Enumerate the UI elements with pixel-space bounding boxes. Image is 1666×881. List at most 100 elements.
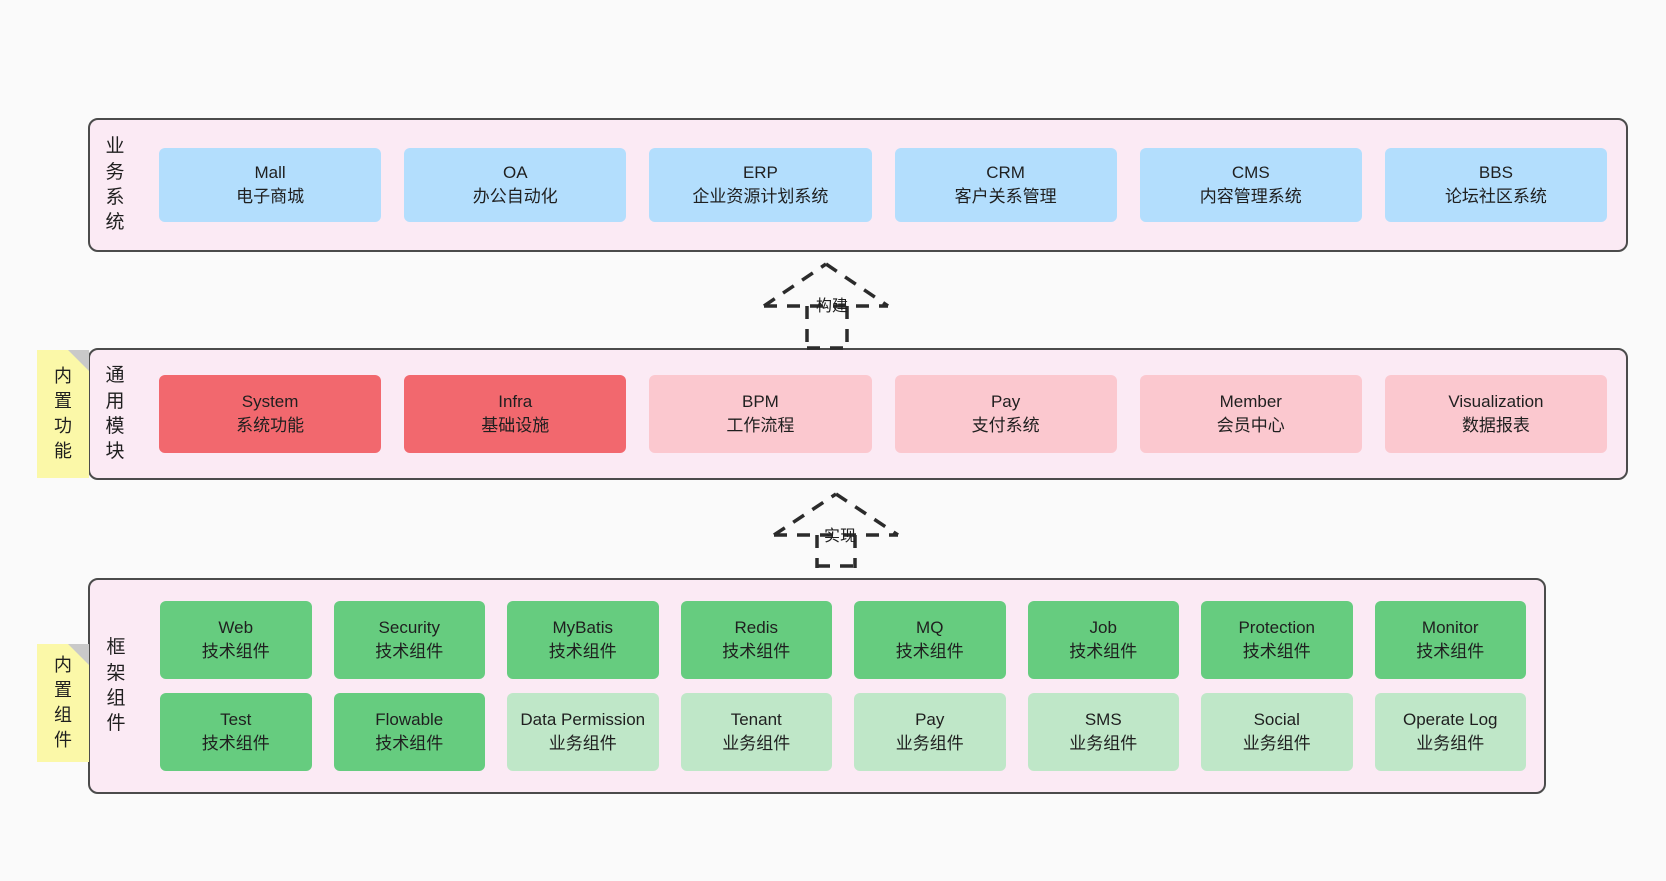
card-mall[interactable]: Mall 电子商城 <box>159 148 382 222</box>
card-title: Protection <box>1238 617 1316 637</box>
card-oa[interactable]: OA 办公自动化 <box>404 148 627 222</box>
card-infra[interactable]: Infra 基础设施 <box>404 375 627 453</box>
card-title: System <box>241 391 299 411</box>
layer-title-framework-components: 框 架 组 件 <box>90 580 142 792</box>
card-cms[interactable]: CMS 内容管理系统 <box>1139 148 1362 222</box>
card-title: Pay <box>990 391 1021 411</box>
card-sms[interactable]: SMS 业务组件 <box>1027 693 1179 771</box>
card-title: Job <box>1089 617 1117 637</box>
card-subtitle: 业务组件 <box>1242 734 1311 753</box>
card-subtitle: 基础设施 <box>481 416 550 435</box>
card-pay[interactable]: Pay 支付系统 <box>894 375 1117 453</box>
note-char: 能 <box>54 440 72 461</box>
card-visualization[interactable]: Visualization 数据报表 <box>1384 375 1608 453</box>
card-title: Operate Log <box>1402 709 1498 729</box>
connector-implement: 实现 <box>766 490 946 568</box>
card-subtitle: 业务组件 <box>548 734 617 753</box>
connector-build: 构建 <box>752 258 932 350</box>
card-data-permission[interactable]: Data Permission 业务组件 <box>507 693 659 771</box>
note-char: 功 <box>54 416 72 436</box>
card-subtitle: 企业资源计划系统 <box>692 187 829 206</box>
layer-title-business-systems: 业 务 系 统 <box>90 120 140 250</box>
card-erp[interactable]: ERP 企业资源计划系统 <box>649 148 872 222</box>
card-title: Infra <box>498 391 533 411</box>
card-subtitle: 技术组件 <box>201 642 270 661</box>
card-security[interactable]: Security 技术组件 <box>333 601 485 679</box>
card-title: Monitor <box>1421 617 1479 637</box>
card-title: Web <box>218 617 254 637</box>
card-subtitle: 技术组件 <box>1416 642 1485 661</box>
card-subtitle: 技术组件 <box>1069 642 1138 661</box>
card-crm[interactable]: CRM 客户关系管理 <box>894 148 1117 222</box>
card-subtitle: 内容管理系统 <box>1199 187 1302 206</box>
note-char: 内 <box>54 366 72 387</box>
card-protection[interactable]: Protection 技术组件 <box>1201 601 1353 679</box>
connector-build-label: 构建 <box>816 298 849 315</box>
layer-title-char: 务 <box>105 161 125 183</box>
card-title: Tenant <box>730 709 782 729</box>
card-title: CMS <box>1231 162 1270 182</box>
card-title: Data Permission <box>520 709 646 729</box>
card-title: Social <box>1253 709 1300 729</box>
card-subtitle: 技术组件 <box>722 642 791 661</box>
layer-title-char: 框 <box>106 637 126 659</box>
card-row: Mall 电子商城 OA 办公自动化 ERP 企业资源计划系统 CRM 客户关系… <box>159 148 1608 222</box>
card-title: Flowable <box>375 709 444 729</box>
card-title: Visualization <box>1448 391 1544 411</box>
card-redis[interactable]: Redis 技术组件 <box>680 601 832 679</box>
layer-title-common-modules: 通 用 模 块 <box>90 350 140 478</box>
card-title: BBS <box>1478 162 1513 182</box>
card-operate-log[interactable]: Operate Log 业务组件 <box>1374 693 1526 771</box>
card-title: Security <box>378 617 440 637</box>
card-title: MQ <box>916 617 944 637</box>
card-title: Redis <box>734 617 778 637</box>
card-subtitle: 会员中心 <box>1216 416 1285 435</box>
card-row: System 系统功能 Infra 基础设施 BPM 工作流程 Pay 支付系统… <box>159 375 1608 453</box>
card-monitor[interactable]: Monitor 技术组件 <box>1374 601 1526 679</box>
note-char: 置 <box>54 391 72 412</box>
card-subtitle: 办公自动化 <box>472 187 558 206</box>
card-tenant[interactable]: Tenant 业务组件 <box>680 693 832 771</box>
layer-common-card-grid: System 系统功能 Infra 基础设施 BPM 工作流程 Pay 支付系统… <box>140 350 1626 478</box>
card-subtitle: 技术组件 <box>1242 642 1311 661</box>
card-subtitle: 系统功能 <box>236 416 305 435</box>
card-subtitle: 业务组件 <box>1416 734 1485 753</box>
card-bbs[interactable]: BBS 论坛社区系统 <box>1384 148 1608 222</box>
layer-title-char: 架 <box>106 662 126 684</box>
card-test[interactable]: Test 技术组件 <box>160 693 312 771</box>
card-subtitle: 业务组件 <box>895 734 964 753</box>
layer-business-systems: 业 务 系 统 Mall 电子商城 OA 办公自动化 ERP 企业资源计划系统 <box>88 118 1628 252</box>
card-flowable[interactable]: Flowable 技术组件 <box>333 693 485 771</box>
note-char: 组 <box>54 705 72 725</box>
card-mq[interactable]: MQ 技术组件 <box>854 601 1006 679</box>
layer-business-card-grid: Mall 电子商城 OA 办公自动化 ERP 企业资源计划系统 CRM 客户关系… <box>140 120 1626 250</box>
layer-title-char: 模 <box>105 416 125 437</box>
card-title: SMS <box>1084 709 1122 729</box>
card-subtitle: 客户关系管理 <box>954 187 1057 206</box>
card-social[interactable]: Social 业务组件 <box>1201 693 1353 771</box>
card-title: Test <box>220 709 252 729</box>
card-subtitle: 支付系统 <box>971 416 1040 435</box>
note-char: 件 <box>54 729 72 750</box>
card-title: Pay <box>915 709 945 729</box>
card-subtitle: 数据报表 <box>1461 416 1530 435</box>
card-subtitle: 技术组件 <box>201 734 270 753</box>
card-mybatis[interactable]: MyBatis 技术组件 <box>507 601 659 679</box>
card-member[interactable]: Member 会员中心 <box>1139 375 1362 453</box>
card-title: Member <box>1219 391 1282 411</box>
card-row: Web 技术组件 Security 技术组件 MyBatis 技术组件 Redi… <box>160 601 1526 679</box>
layer-common-modules: 通 用 模 块 System 系统功能 Infra 基础设施 BPM 工作流程 <box>88 348 1628 480</box>
dashed-generalization-arrow-icon <box>773 492 899 568</box>
card-bpm[interactable]: BPM 工作流程 <box>649 375 872 453</box>
card-pay-business[interactable]: Pay 业务组件 <box>854 693 1006 771</box>
card-subtitle: 技术组件 <box>548 642 617 661</box>
card-subtitle: 工作流程 <box>726 416 795 435</box>
card-title: BPM <box>742 391 779 411</box>
card-subtitle: 技术组件 <box>895 642 964 661</box>
card-row: Test 技术组件 Flowable 技术组件 Data Permission … <box>160 693 1526 771</box>
card-system[interactable]: System 系统功能 <box>159 375 382 453</box>
card-web[interactable]: Web 技术组件 <box>160 601 312 679</box>
note-char: 内 <box>54 655 72 676</box>
card-job[interactable]: Job 技术组件 <box>1027 601 1179 679</box>
